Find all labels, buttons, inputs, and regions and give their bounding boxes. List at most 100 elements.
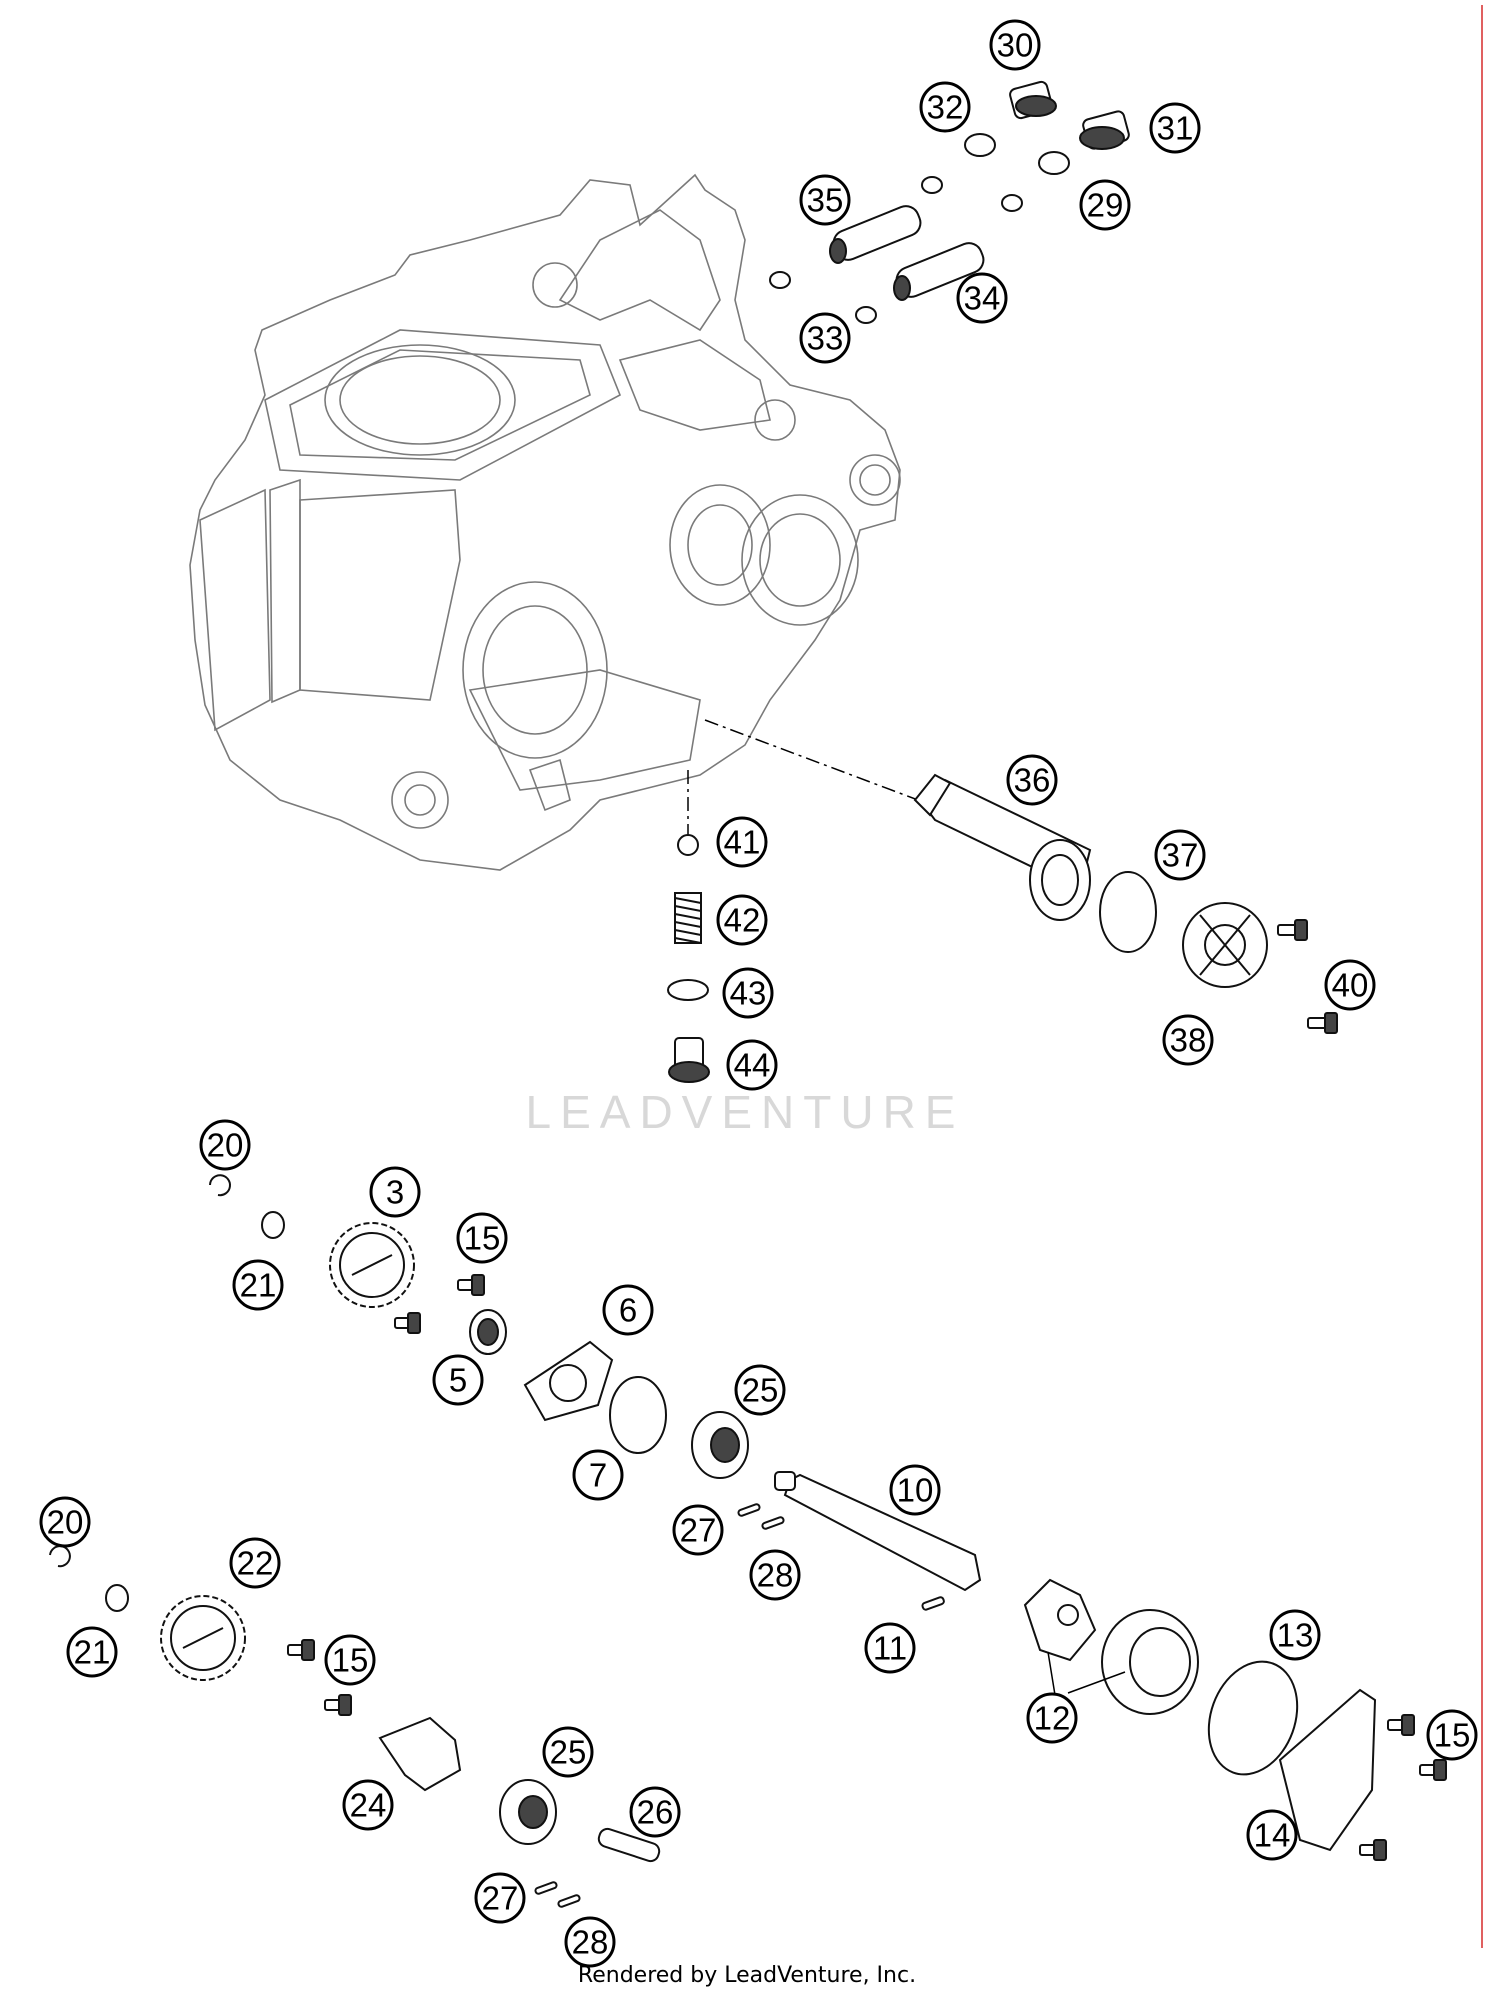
callout-42[interactable]: 42: [716, 894, 768, 946]
svg-text:41: 41: [724, 824, 761, 861]
part-15-screw-e: [1387, 1714, 1415, 1736]
svg-text:34: 34: [964, 280, 1001, 317]
part-13-o-ring: [1207, 1660, 1299, 1776]
callout-25-lower[interactable]: 25: [542, 1726, 594, 1778]
callout-21-upper[interactable]: 21: [232, 1259, 284, 1311]
svg-text:7: 7: [589, 1457, 607, 1494]
callout-35[interactable]: 35: [799, 174, 851, 226]
svg-text:44: 44: [734, 1047, 771, 1084]
svg-text:11: 11: [873, 1630, 907, 1667]
callout-34[interactable]: 34: [956, 272, 1008, 324]
part-12-outer-rotor: [1101, 1609, 1199, 1715]
crankcase-drawing: [189, 173, 901, 871]
part-42-spring: [674, 892, 702, 944]
part-40-screw-lower: [1307, 1012, 1338, 1034]
callout-36[interactable]: 36: [1006, 754, 1058, 806]
callout-41[interactable]: 41: [716, 816, 768, 868]
part-30-screw-cap: [1009, 80, 1057, 120]
callout-28-upper[interactable]: 28: [749, 1549, 801, 1601]
centerline-oil-filter: [704, 719, 919, 801]
callout-13[interactable]: 13: [1269, 1609, 1321, 1661]
part-15-screw-f: [1419, 1759, 1447, 1781]
callout-10[interactable]: 10: [889, 1464, 941, 1516]
svg-text:6: 6: [619, 1292, 637, 1329]
svg-text:40: 40: [1332, 967, 1369, 1004]
part-15-screw-d: [324, 1694, 352, 1716]
callout-6[interactable]: 6: [602, 1284, 654, 1336]
svg-text:20: 20: [47, 1504, 84, 1541]
footer-credit: Rendered by LeadVenture, Inc.: [578, 1963, 916, 1988]
callout-5[interactable]: 5: [432, 1354, 484, 1406]
part-33-o-ring-lower-right: [855, 306, 877, 324]
svg-text:35: 35: [807, 182, 844, 219]
part-21-washer-upper: [261, 1211, 285, 1239]
svg-text:36: 36: [1014, 762, 1051, 799]
callout-26[interactable]: 26: [629, 1786, 681, 1838]
part-41-ball: [677, 834, 699, 856]
part-28-pin-upper: [761, 1516, 785, 1530]
svg-text:31: 31: [1157, 110, 1194, 147]
svg-text:10: 10: [897, 1472, 934, 1509]
callout-21-lower[interactable]: 21: [66, 1626, 118, 1678]
svg-text:43: 43: [730, 975, 767, 1012]
callout-29[interactable]: 29: [1079, 179, 1131, 231]
svg-text:3: 3: [386, 1174, 404, 1211]
callout-33[interactable]: 33: [799, 312, 851, 364]
callout-44[interactable]: 44: [726, 1039, 778, 1091]
part-27-pin-upper: [737, 1503, 761, 1517]
svg-text:32: 32: [927, 89, 964, 126]
callout-3[interactable]: 3: [369, 1166, 421, 1218]
svg-text:27: 27: [680, 1512, 717, 1549]
part-31-screw-cap: [1079, 110, 1130, 150]
callout-20-upper[interactable]: 20: [199, 1119, 251, 1171]
part-22-oil-pump-gear: [160, 1595, 246, 1681]
part-5-bearing: [469, 1309, 507, 1355]
svg-text:29: 29: [1087, 187, 1124, 224]
part-14-pump-cover: [1278, 1688, 1377, 1852]
callout-25-upper[interactable]: 25: [734, 1364, 786, 1416]
callout-15-middle[interactable]: 15: [324, 1634, 376, 1686]
callout-20-lower[interactable]: 20: [39, 1496, 91, 1548]
svg-text:27: 27: [482, 1880, 519, 1917]
callout-15-right[interactable]: 15: [1426, 1709, 1478, 1761]
callout-32[interactable]: 32: [919, 81, 971, 133]
part-15-screw-b: [394, 1312, 421, 1334]
part-3-oil-pump-gear: [329, 1222, 415, 1308]
part-21-washer-lower: [105, 1584, 129, 1612]
callout-7[interactable]: 7: [572, 1449, 624, 1501]
callout-15-upper[interactable]: 15: [456, 1212, 508, 1264]
callout-30[interactable]: 30: [989, 19, 1041, 71]
part-26-pump-shaft-short: [597, 1827, 661, 1863]
callout-11[interactable]: 11: [864, 1622, 916, 1674]
svg-text:13: 13: [1277, 1617, 1314, 1654]
svg-text:38: 38: [1170, 1022, 1207, 1059]
svg-text:14: 14: [1254, 1817, 1291, 1854]
callout-22[interactable]: 22: [229, 1537, 281, 1589]
svg-text:15: 15: [1434, 1717, 1471, 1754]
callout-31[interactable]: 31: [1149, 102, 1201, 154]
part-11-pin: [921, 1596, 945, 1611]
part-43-seal-ring: [667, 979, 709, 1001]
callout-38[interactable]: 38: [1162, 1014, 1214, 1066]
part-34-oil-screen: [893, 242, 985, 301]
svg-text:37: 37: [1162, 837, 1199, 874]
part-20-lock-ring-lower: [49, 1545, 71, 1568]
svg-text:42: 42: [724, 902, 761, 939]
callout-27-upper[interactable]: 27: [672, 1504, 724, 1556]
callout-12[interactable]: 12: [1026, 1692, 1078, 1744]
callout-28-lower[interactable]: 28: [564, 1916, 616, 1968]
callout-37[interactable]: 37: [1154, 829, 1206, 881]
callout-24[interactable]: 24: [342, 1779, 394, 1831]
svg-text:15: 15: [332, 1642, 369, 1679]
callout-40[interactable]: 40: [1324, 959, 1376, 1011]
callout-27-lower[interactable]: 27: [474, 1872, 526, 1924]
svg-text:30: 30: [997, 27, 1034, 64]
part-15-screw-a: [457, 1274, 485, 1296]
svg-text:33: 33: [807, 320, 844, 357]
svg-text:5: 5: [449, 1362, 467, 1399]
part-33-o-ring-upper: [921, 176, 943, 194]
callout-43[interactable]: 43: [722, 967, 774, 1019]
part-12-leader-lines: [1047, 1651, 1126, 1696]
callout-14[interactable]: 14: [1246, 1809, 1298, 1861]
